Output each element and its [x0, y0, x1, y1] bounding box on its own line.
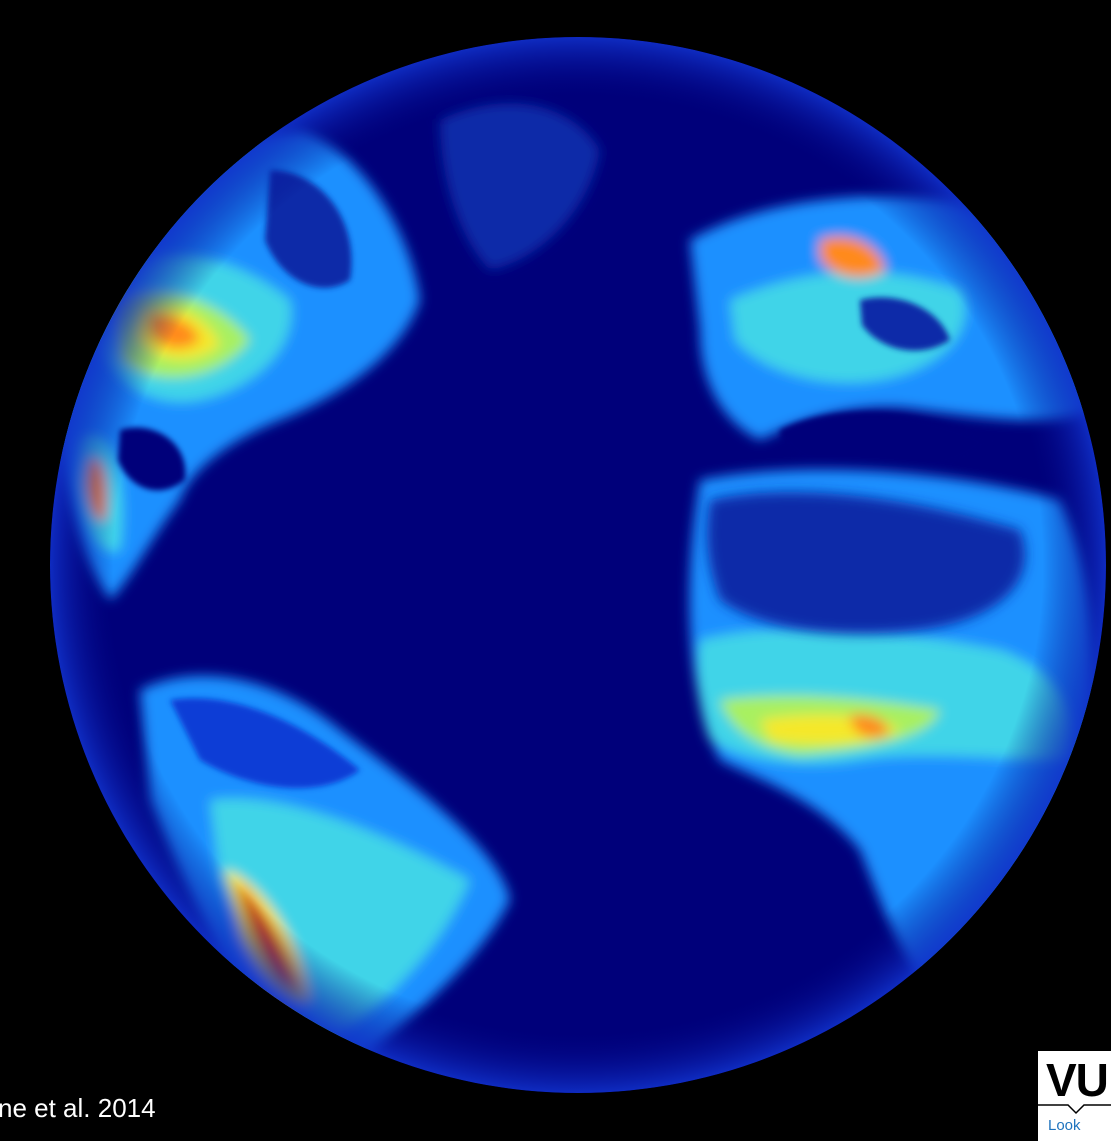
citation-text: ne et al. 2014 [0, 1093, 156, 1123]
logo-text: VU [1046, 1054, 1109, 1106]
globe-limb [50, 37, 1106, 1093]
logo-chevron-icon [1038, 1104, 1111, 1115]
vu-logo: VU Look [1038, 1051, 1111, 1141]
logo-tagline: Look [1048, 1117, 1081, 1134]
